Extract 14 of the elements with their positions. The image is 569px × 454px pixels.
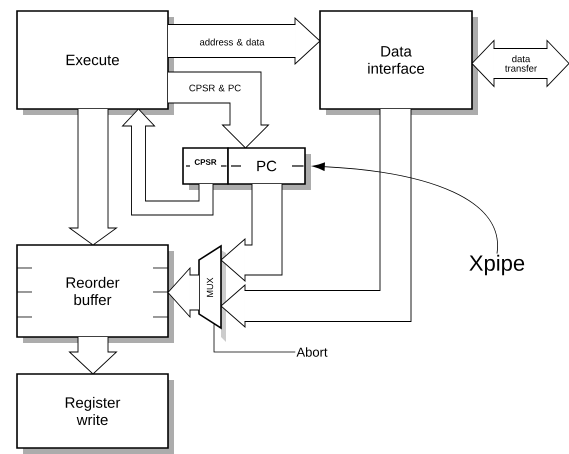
buffer-box: Reorder buffer	[16, 244, 174, 343]
edge-label: data transfer	[505, 55, 537, 72]
signal-line	[214, 324, 296, 352]
edge-label: address & data	[200, 38, 264, 46]
register-box: PC	[227, 147, 311, 190]
signal-label: Xpipe	[469, 254, 524, 276]
execute-box: Execute	[16, 10, 174, 115]
interface-box: Data interface	[319, 10, 478, 115]
arrow	[312, 162, 498, 254]
register-box: CPSR	[182, 147, 234, 190]
edge-label: CPSR & PC	[189, 84, 241, 92]
signal-label: Abort	[296, 347, 328, 357]
register-write-box: Register write	[16, 373, 174, 454]
multiplexer: MUX	[198, 244, 226, 342]
